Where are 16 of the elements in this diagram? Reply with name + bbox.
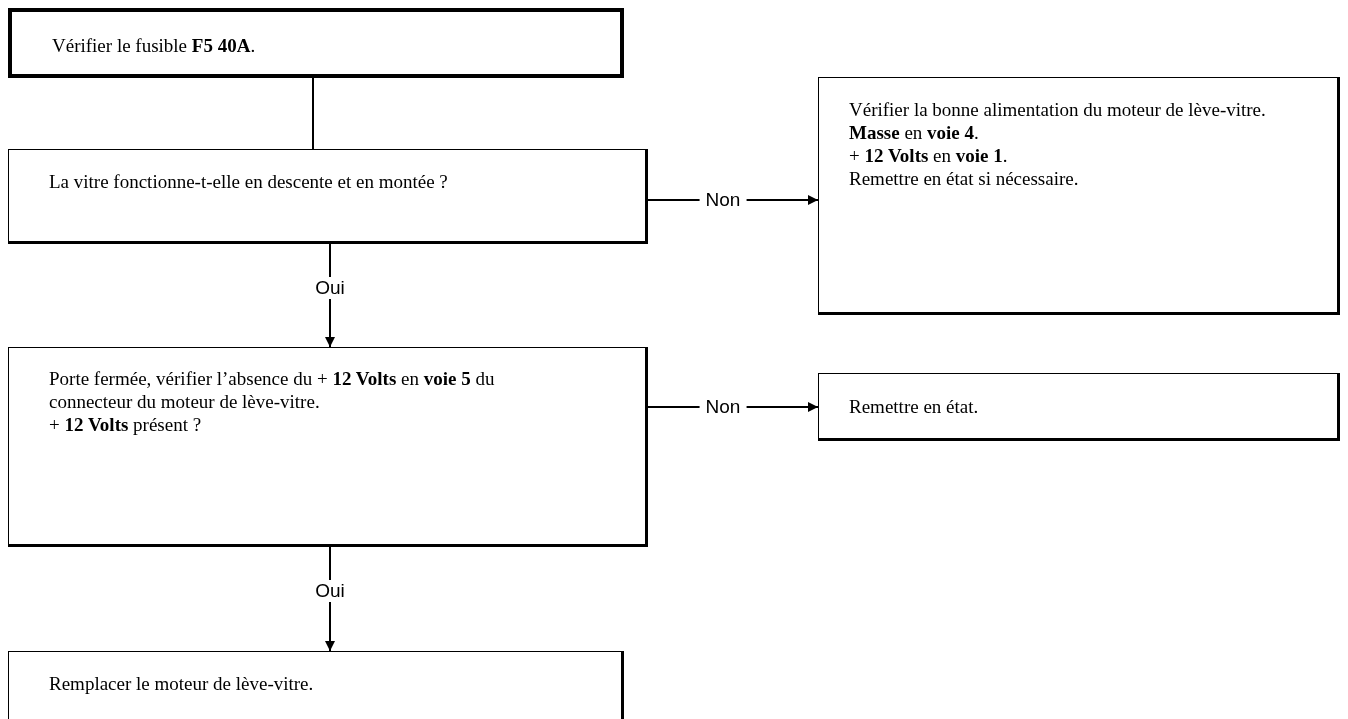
box-text: Masse en voie 4. <box>849 121 980 144</box>
process-box <box>8 651 624 719</box>
process-box <box>8 149 648 244</box>
box-text: Vérifier la bonne alimentation du moteur de lève-vitre. <box>849 98 1267 121</box>
box-text: Remettre en état si nécessaire. <box>849 167 1080 190</box>
box-text: Remettre en état. <box>849 395 980 418</box>
box-text: Remplacer le moteur de lève-vitre. <box>49 672 315 695</box>
box-text: Vérifier le fusible F5 40A. <box>52 34 257 57</box>
box-text: + 12 Volts en voie 1. <box>849 144 1009 167</box>
process-box <box>8 8 624 78</box>
box-text: La vitre fonctionne-t-elle en descente et en montée ? <box>49 170 449 193</box>
box-text: Porte fermée, vérifier l’absence du + 12 Volts en voie 5 du connecteur du moteur de lève-vitre. <box>49 367 496 413</box>
box-text: + 12 Volts présent ? <box>49 413 203 436</box>
process-box <box>818 373 1340 441</box>
process-box <box>818 77 1340 315</box>
process-box <box>8 347 648 547</box>
